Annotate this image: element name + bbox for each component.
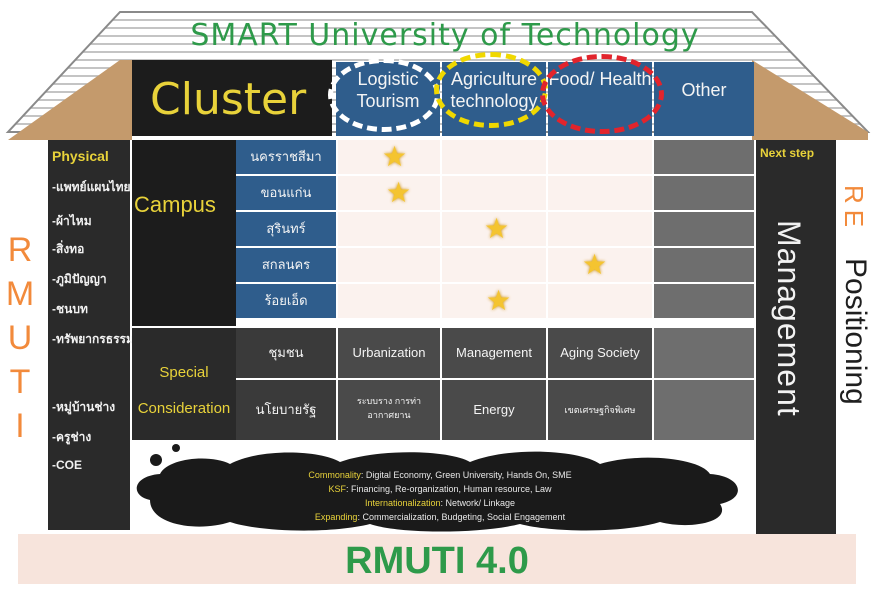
rmuti-letter: T [9,363,31,401]
physical-item: -สิ่งทอ [52,242,85,256]
base-label: RMUTI 4.0 [345,540,529,582]
cloud-line: Internationalization: Network/ Linkage [364,498,516,508]
red-ring-marker [540,54,664,134]
campus-grid-cell [548,140,652,174]
star-icon: ★ [484,213,510,244]
special-consideration-area [132,328,236,440]
campus-grid-cell [338,248,440,282]
campus-grid-cell [338,284,440,318]
special-row-label: นโยบายรัฐ [236,380,336,440]
campus-name: นครราชสีมา [236,140,336,174]
special-cell: Aging Society [548,328,652,378]
campus-name: ร้อยเอ็ด [236,284,336,318]
base-bar [18,534,856,584]
cluster-header-other: Other [654,62,754,136]
physical-heading: Physical [52,148,109,164]
white-ring-marker [328,58,440,132]
cloud-line: Commonality: Digital Economy, Green Univ… [308,470,572,480]
special-cell: Management [442,328,546,378]
cluster-box [132,60,332,136]
title: SMART University of Technology [190,18,700,53]
campus-grid-cell [548,176,652,210]
campus-name: สุรินทร์ [236,212,336,246]
physical-item: -ภูมิปัญญา [52,272,107,286]
campus-grid-cell [654,176,754,210]
campus-grid-cell [442,212,546,246]
campus-grid-cell [654,284,754,318]
rmuti-letter: R [7,231,33,269]
management-label: Management [771,220,807,417]
re-label: RE [839,185,869,234]
next-step-panel [756,140,836,535]
campus-grid-cell [442,284,546,318]
campus-grid-cell [442,140,546,174]
physical-item: -ผ้าไหม [52,214,92,228]
campus-grid-cell [442,248,546,282]
campus-grid-cell [548,248,652,282]
physical-item: -แพทย์แผนไทย [52,180,131,194]
campus-grid-cell [338,212,440,246]
campus-grid-cell [654,212,754,246]
special-cell: ระบบราง การท่าอากาศยาน [338,380,440,440]
rmuti-letter: M [5,275,35,313]
special-row-label: ชุมชน [236,328,336,378]
special-cell-other [654,328,754,378]
special-cell: Urbanization [338,328,440,378]
campus-grid-cell [654,140,754,174]
cloud-shape [136,444,738,532]
campus-grid-cell [654,248,754,282]
campus-grid-cell [548,284,652,318]
star-icon: ★ [486,285,512,316]
rmuti-letter: I [15,407,25,445]
special-cell-other [654,380,754,440]
star-icon: ★ [386,177,412,208]
consideration-label: Consideration [137,400,231,417]
campus-grid-cell [338,176,440,210]
cloud-line: KSF: Financing, Re-organization, Human r… [328,484,552,494]
campus-grid-cell [442,176,546,210]
special-cell: เขตเศรษฐกิจพิเศษ [548,380,652,440]
physical-item: -หมู่บ้านช่าง [52,400,116,414]
campus-grid-cell [338,140,440,174]
physical-item: -ครูช่าง [52,430,92,444]
star-icon: ★ [582,249,608,280]
rmuti-letter: U [7,319,33,357]
star-icon: ★ [382,141,408,172]
cloud-line: Expanding: Commercialization, Budgeting,… [314,512,566,522]
yellow-ring-marker [434,52,548,128]
next-step-label: Next step [760,146,815,160]
physical-item: -COE [52,458,82,472]
physical-item: -ทรัพยากรธรรมชาติ [52,332,157,346]
cluster-label: Cluster [150,74,307,125]
campus-area [132,140,236,326]
campus-label: Campus [134,192,216,217]
positioning-label: Positioning [839,258,872,405]
special-label: Special [159,364,209,381]
physical-panel [48,140,130,530]
physical-item: -ชนบท [52,302,88,316]
campus-name: ขอนแก่น [236,176,336,210]
campus-name: สกลนคร [236,248,336,282]
special-cell: Energy [442,380,546,440]
campus-grid-cell [548,212,652,246]
